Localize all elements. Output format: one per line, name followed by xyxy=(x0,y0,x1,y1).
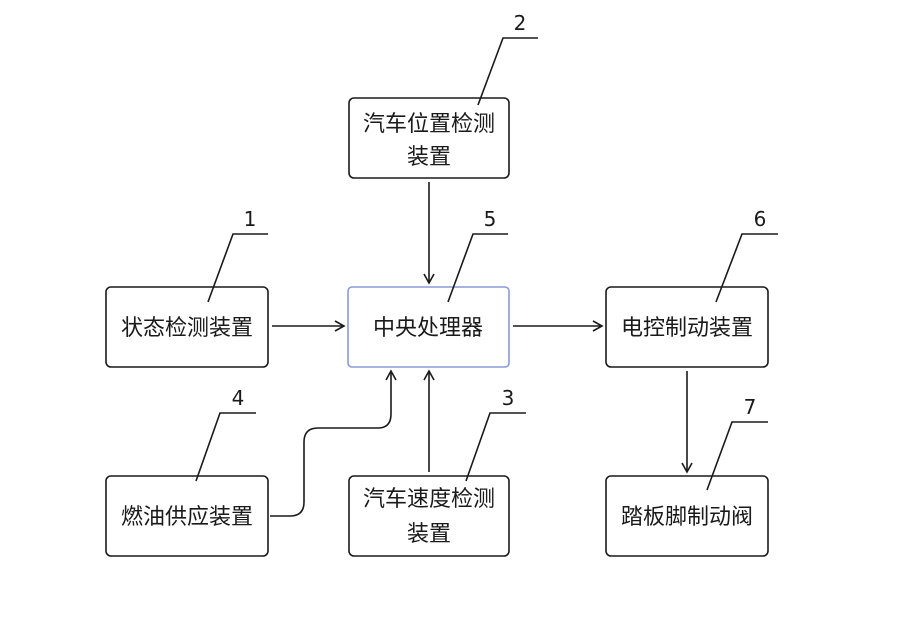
position-detector-node: 汽车位置检测 装置 xyxy=(348,97,510,179)
position-detector-label-line1: 汽车位置检测 xyxy=(363,112,495,137)
leader-1: 1 xyxy=(207,207,268,303)
label-number-5: 5 xyxy=(484,207,497,231)
leader-3: 3 xyxy=(465,386,526,482)
leader-2: 2 xyxy=(477,11,538,106)
central-processor-node: 中央处理器 xyxy=(347,286,510,368)
label-number-4: 4 xyxy=(232,386,245,410)
label-number-1: 1 xyxy=(244,207,257,231)
fuel-supply-label: 燃油供应装置 xyxy=(121,505,253,530)
position-detector-label-line2: 装置 xyxy=(407,145,451,170)
speed-detector-label-line1: 汽车速度检测 xyxy=(363,487,495,512)
leader-4: 4 xyxy=(195,386,256,482)
label-number-3: 3 xyxy=(502,386,515,410)
label-number-7: 7 xyxy=(744,395,757,419)
fuel-supply-node: 燃油供应装置 xyxy=(105,475,269,557)
label-number-6: 6 xyxy=(754,207,767,231)
label-number-2: 2 xyxy=(514,11,527,35)
speed-detector-node: 汽车速度检测 装置 xyxy=(348,475,510,557)
state-detector-node: 状态检测装置 xyxy=(105,286,269,368)
central-processor-label: 中央处理器 xyxy=(373,316,483,341)
leader-5: 5 xyxy=(447,207,508,303)
pedal-valve-label: 踏板脚制动阀 xyxy=(621,505,753,530)
electronic-brake-node: 电控制动装置 xyxy=(605,286,769,368)
state-detector-label: 状态检测装置 xyxy=(121,316,253,341)
electronic-brake-label: 电控制动装置 xyxy=(621,316,753,341)
leader-7: 7 xyxy=(706,395,768,491)
arrow-fuel-to-processor xyxy=(270,369,397,517)
leader-6: 6 xyxy=(715,207,778,303)
pedal-valve-node: 踏板脚制动阀 xyxy=(605,475,769,557)
speed-detector-label-line2: 装置 xyxy=(407,522,451,547)
